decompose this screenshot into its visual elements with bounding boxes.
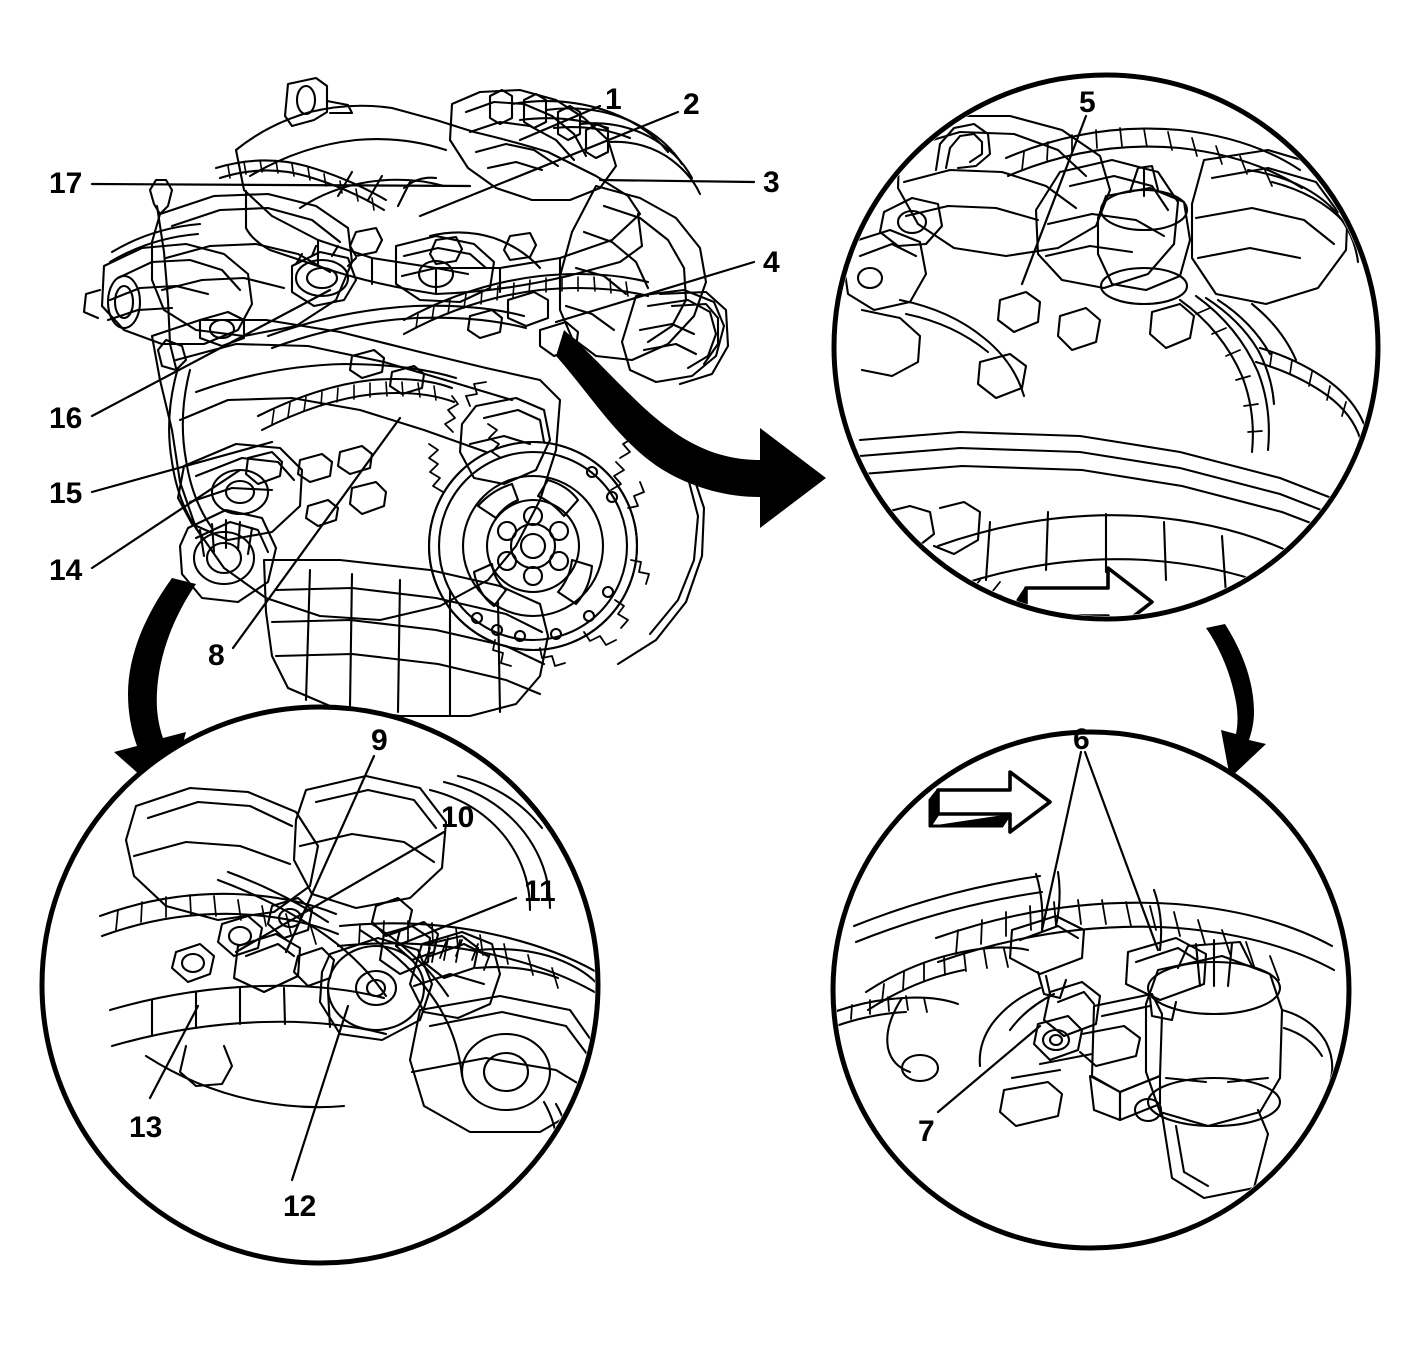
callout-label-6: 6 bbox=[1073, 723, 1090, 756]
curved-arrow-right-connector bbox=[556, 330, 826, 528]
callout-leader-lines bbox=[90, 104, 756, 650]
view-direction-arrow-bottomright bbox=[928, 770, 1052, 834]
detail-circle-bottom-left-content bbox=[98, 754, 595, 1198]
callout-label-5: 5 bbox=[1079, 86, 1096, 119]
callout-label-16: 16 bbox=[49, 402, 83, 435]
callout-label-8: 8 bbox=[208, 639, 225, 672]
curved-arrow-down-right-connector bbox=[1206, 624, 1266, 778]
callout-label-15: 15 bbox=[49, 477, 83, 510]
detail-circle-bottom-right-content bbox=[836, 750, 1336, 1200]
detail-circle-top-right-border bbox=[831, 72, 1381, 622]
curved-arrow-down-left-connector bbox=[114, 578, 196, 800]
main-engine-illustration bbox=[82, 76, 730, 718]
callout-label-3: 3 bbox=[763, 166, 780, 199]
callout-label-13: 13 bbox=[129, 1111, 163, 1144]
callout-label-11: 11 bbox=[524, 875, 556, 908]
callout-label-17: 17 bbox=[49, 167, 83, 200]
callout-label-14: 14 bbox=[49, 554, 83, 587]
detail-circle-bottom-left-border bbox=[39, 704, 601, 1266]
callout-label-7: 7 bbox=[918, 1115, 935, 1148]
callout-label-9: 9 bbox=[371, 724, 388, 757]
callout-label-1: 1 bbox=[605, 83, 622, 116]
callout-label-10: 10 bbox=[441, 801, 475, 834]
callout-label-12: 12 bbox=[283, 1190, 317, 1223]
callout-label-2: 2 bbox=[683, 88, 700, 121]
callout-label-4: 4 bbox=[763, 246, 780, 279]
